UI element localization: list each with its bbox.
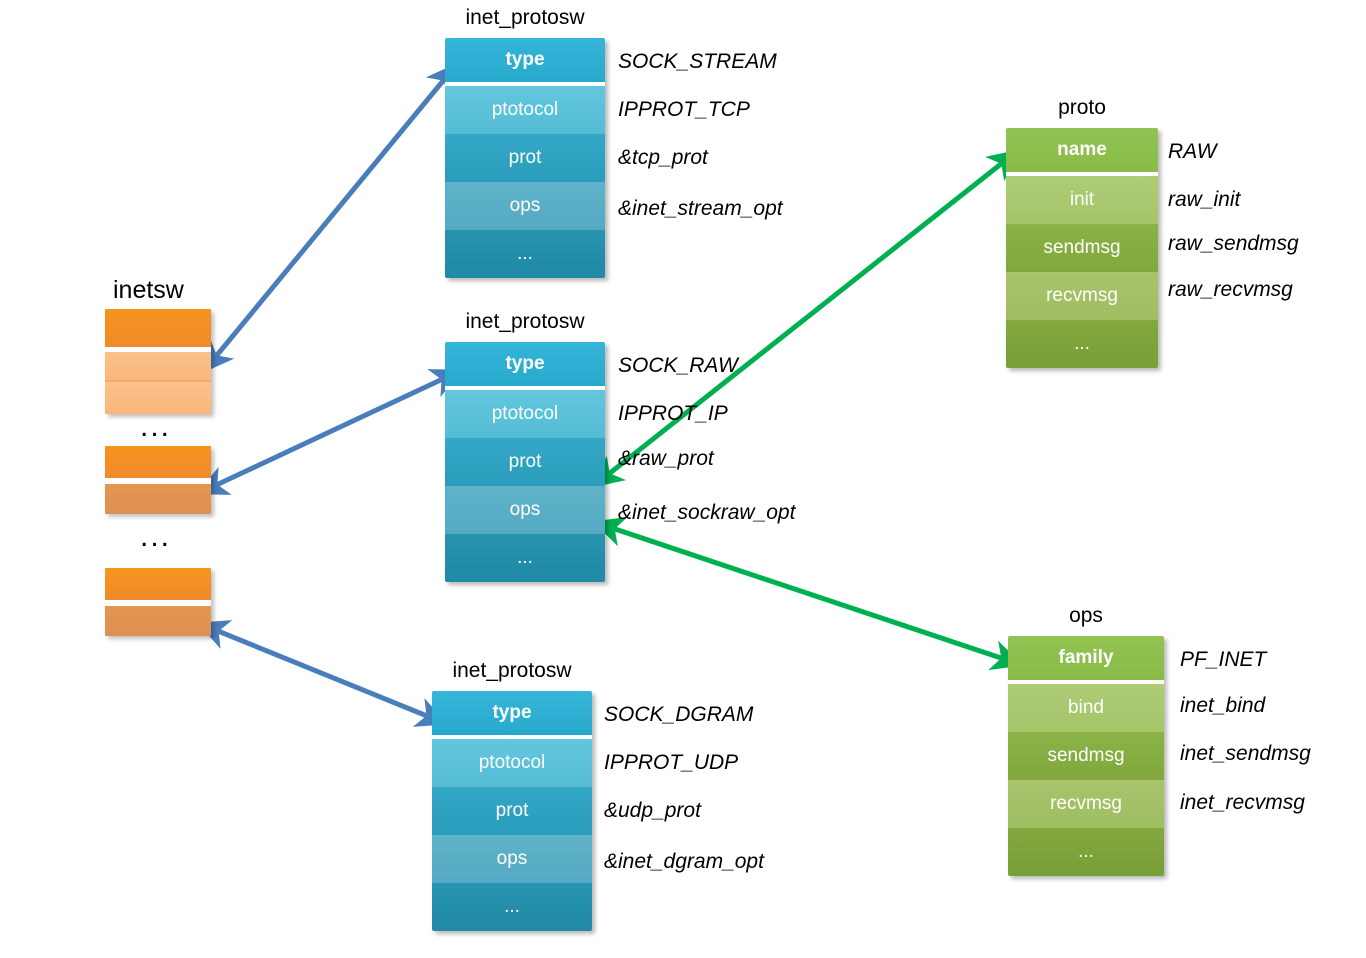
value-ptotocol: IPPROT_UDP (604, 751, 739, 774)
value-recvmsg: raw_recvmsg (1168, 278, 1293, 301)
field-type: type (445, 342, 605, 390)
value-type: SOCK_STREAM (618, 50, 777, 73)
field-ops: ops (445, 182, 605, 230)
inetsw-entry-2-separator (105, 600, 211, 606)
field-init: init (1006, 176, 1158, 224)
value-name: RAW (1168, 140, 1217, 163)
value-ops: &inet_dgram_opt (604, 850, 764, 873)
field-recvmsg: recvmsg (1008, 780, 1164, 828)
struct-title-inet-protosw-stream: inet_protosw (465, 6, 585, 29)
inetsw-entry-0-divider (105, 380, 211, 382)
field-bind: bind (1008, 684, 1164, 732)
values-inet-protosw-dgram: SOCK_DGRAM IPPROT_UDP &udp_prot &inet_dg… (604, 691, 904, 931)
struct-title-inet-protosw-raw: inet_protosw (465, 310, 585, 333)
values-inet-protosw-raw: SOCK_RAW IPPROT_IP &raw_prot &inet_sockr… (618, 342, 918, 582)
field-ellipsis: ... (432, 883, 592, 931)
field-ellipsis: ... (445, 230, 605, 278)
value-type: SOCK_RAW (618, 354, 738, 377)
field-prot: prot (445, 134, 605, 182)
field-ellipsis: ... (445, 534, 605, 582)
inetsw-entry-0[interactable] (105, 309, 211, 414)
field-ops: ops (445, 486, 605, 534)
struct-inet-protosw-stream[interactable]: inet_protosw type ptotocol prot ops ... (445, 6, 605, 278)
value-prot: &raw_prot (618, 447, 714, 470)
value-ops: &inet_stream_opt (618, 197, 783, 220)
inetsw-entry-2[interactable] (105, 568, 211, 636)
field-prot: prot (432, 787, 592, 835)
values-ops-inet: PF_INET inet_bind inet_sendmsg inet_recv… (1180, 636, 1366, 876)
value-prot: &udp_prot (604, 799, 701, 822)
field-ops: ops (432, 835, 592, 883)
inetsw-ellipsis-0: ... (140, 410, 172, 443)
struct-title-ops: ops (1069, 604, 1103, 627)
field-ptotocol: ptotocol (445, 390, 605, 438)
value-type: SOCK_DGRAM (604, 703, 754, 726)
value-prot: &tcp_prot (618, 146, 708, 169)
inetsw-entry-0-separator (105, 347, 211, 352)
inetsw-ellipsis-1: ... (140, 520, 172, 553)
inetsw-entry-1[interactable] (105, 446, 211, 514)
value-ptotocol: IPPROT_IP (618, 402, 728, 425)
field-sendmsg: sendmsg (1008, 732, 1164, 780)
struct-title-inet-protosw-dgram: inet_protosw (452, 659, 572, 682)
inetsw-entry-1-separator (105, 478, 211, 484)
inetsw-title: inetsw (113, 276, 184, 304)
inetsw-entry-1-row-0 (105, 446, 211, 478)
field-type: type (445, 38, 605, 86)
inetsw-entry-2-row-1 (105, 606, 211, 636)
struct-ops-inet[interactable]: ops family bind sendmsg recvmsg ... (1008, 604, 1164, 876)
field-ellipsis: ... (1008, 828, 1164, 876)
field-recvmsg: recvmsg (1006, 272, 1158, 320)
field-prot: prot (445, 438, 605, 486)
field-ptotocol: ptotocol (445, 86, 605, 134)
field-ellipsis: ... (1006, 320, 1158, 368)
inetsw-entry-1-row-1 (105, 484, 211, 514)
value-bind: inet_bind (1180, 694, 1266, 717)
arrow-inetsw1-to-raw (196, 369, 463, 495)
value-family: PF_INET (1180, 648, 1267, 671)
struct-inet-protosw-dgram[interactable]: inet_protosw type ptotocol prot ops ... (432, 659, 592, 931)
field-family: family (1008, 636, 1164, 684)
value-sendmsg: inet_sendmsg (1180, 742, 1311, 765)
inetsw-entry-0-row-1 (105, 352, 211, 380)
values-proto-raw: RAW raw_init raw_sendmsg raw_recvmsg (1168, 128, 1366, 368)
value-init: raw_init (1168, 188, 1241, 211)
arrow-inetsw2-to-dgram (197, 620, 448, 727)
struct-title-proto: proto (1058, 96, 1106, 119)
value-sendmsg: raw_sendmsg (1168, 232, 1299, 255)
field-sendmsg: sendmsg (1006, 224, 1158, 272)
inetsw-entry-0-row-2 (105, 382, 211, 414)
values-inet-protosw-stream: SOCK_STREAM IPPROT_TCP &tcp_prot &inet_s… (618, 38, 918, 278)
field-name: name (1006, 128, 1158, 176)
field-type: type (432, 691, 592, 739)
value-ops: &inet_sockraw_opt (618, 501, 796, 524)
struct-proto-raw[interactable]: proto name init sendmsg recvmsg ... (1006, 96, 1158, 368)
inetsw-entry-2-row-0 (105, 568, 211, 600)
inetsw-entry-0-row-0 (105, 309, 211, 347)
value-ptotocol: IPPROT_TCP (618, 98, 750, 121)
struct-inet-protosw-raw[interactable]: inet_protosw type ptotocol prot ops ... (445, 310, 605, 582)
arrow-inetsw0-to-stream (202, 62, 458, 374)
field-ptotocol: ptotocol (432, 739, 592, 787)
value-recvmsg: inet_recvmsg (1180, 791, 1305, 814)
